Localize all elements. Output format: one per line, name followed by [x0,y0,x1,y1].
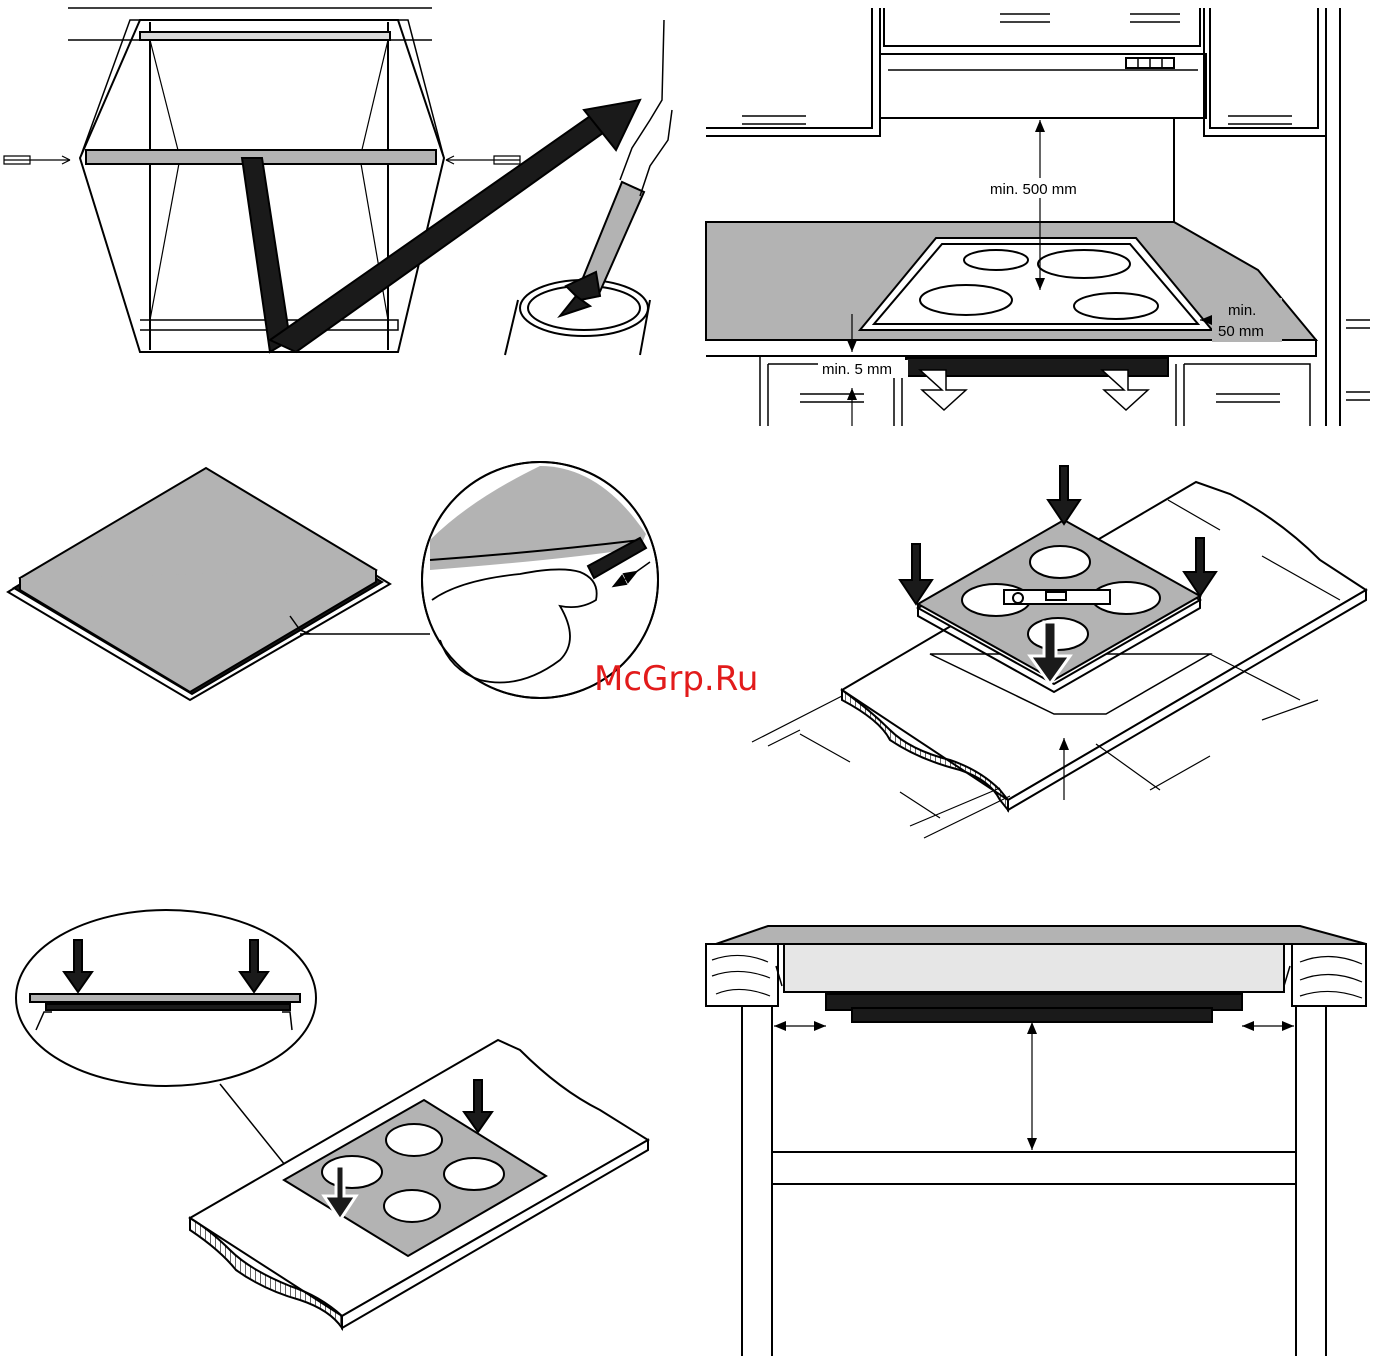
hood-height-label: min. 500 mm [990,181,1077,198]
front-gap-label: min. 5 mm [822,361,892,378]
side-gap-label-1: min. [1228,302,1256,319]
panel-sealing-tape [8,462,658,700]
panel-hob-placement [752,466,1366,838]
watermark: McGrp.Ru [594,659,758,699]
panel-clearance-distances [706,8,1370,426]
panel-cabinet-drawer-removal [4,8,672,355]
panel-clip-mounting [16,910,648,1328]
side-gap-label-2: 50 mm [1218,323,1264,340]
panel-section-view [706,926,1366,1356]
